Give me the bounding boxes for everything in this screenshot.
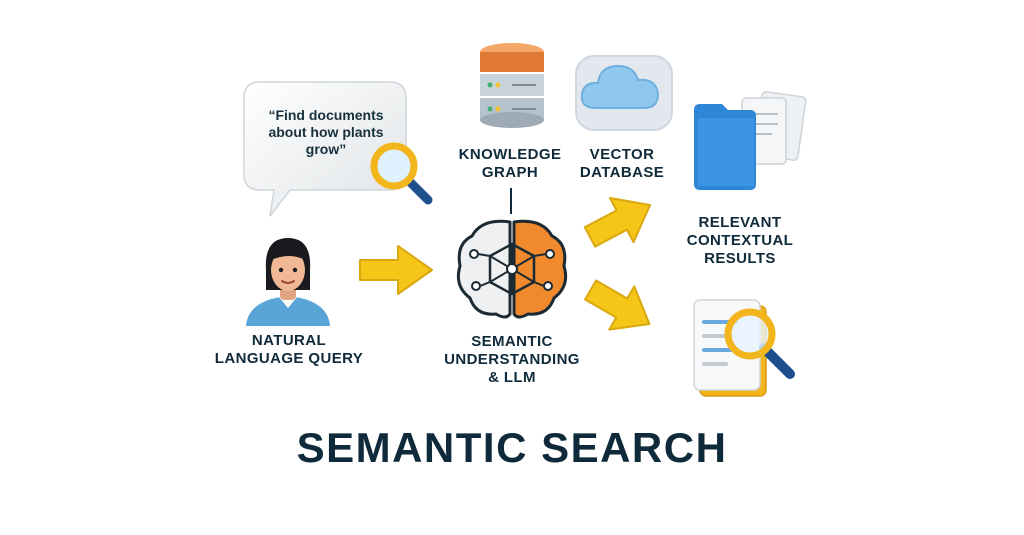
- user-label: NATURAL LANGUAGE QUERY: [214, 332, 364, 367]
- arrow-right-icon: [359, 245, 433, 295]
- document-search-icon: [693, 299, 795, 397]
- speech-bubble-icon: [243, 81, 407, 217]
- knowledge-graph-label: KNOWLEDGE GRAPH: [458, 146, 562, 181]
- query-text: “Find documents about how plants grow”: [268, 107, 384, 157]
- diagram-title: SEMANTIC SEARCH: [296, 424, 728, 471]
- magnifier-icon: [370, 142, 433, 205]
- brain-network-icon: [456, 219, 568, 319]
- database-server-icon: [480, 43, 544, 128]
- documents-folder-icon: [694, 91, 807, 190]
- connector-line: [510, 188, 512, 214]
- user-avatar-icon: [246, 238, 330, 326]
- vector-database-label: VECTOR DATABASE: [579, 146, 665, 181]
- arrow-right-icon: [583, 196, 652, 248]
- semantic-label: SEMANTIC UNDERSTANDING & LLM: [444, 333, 580, 386]
- arrow-right-icon: [584, 279, 651, 331]
- results-label: RELEVANT CONTEXTUAL RESULTS: [686, 214, 794, 267]
- cloud-icon: [575, 55, 673, 131]
